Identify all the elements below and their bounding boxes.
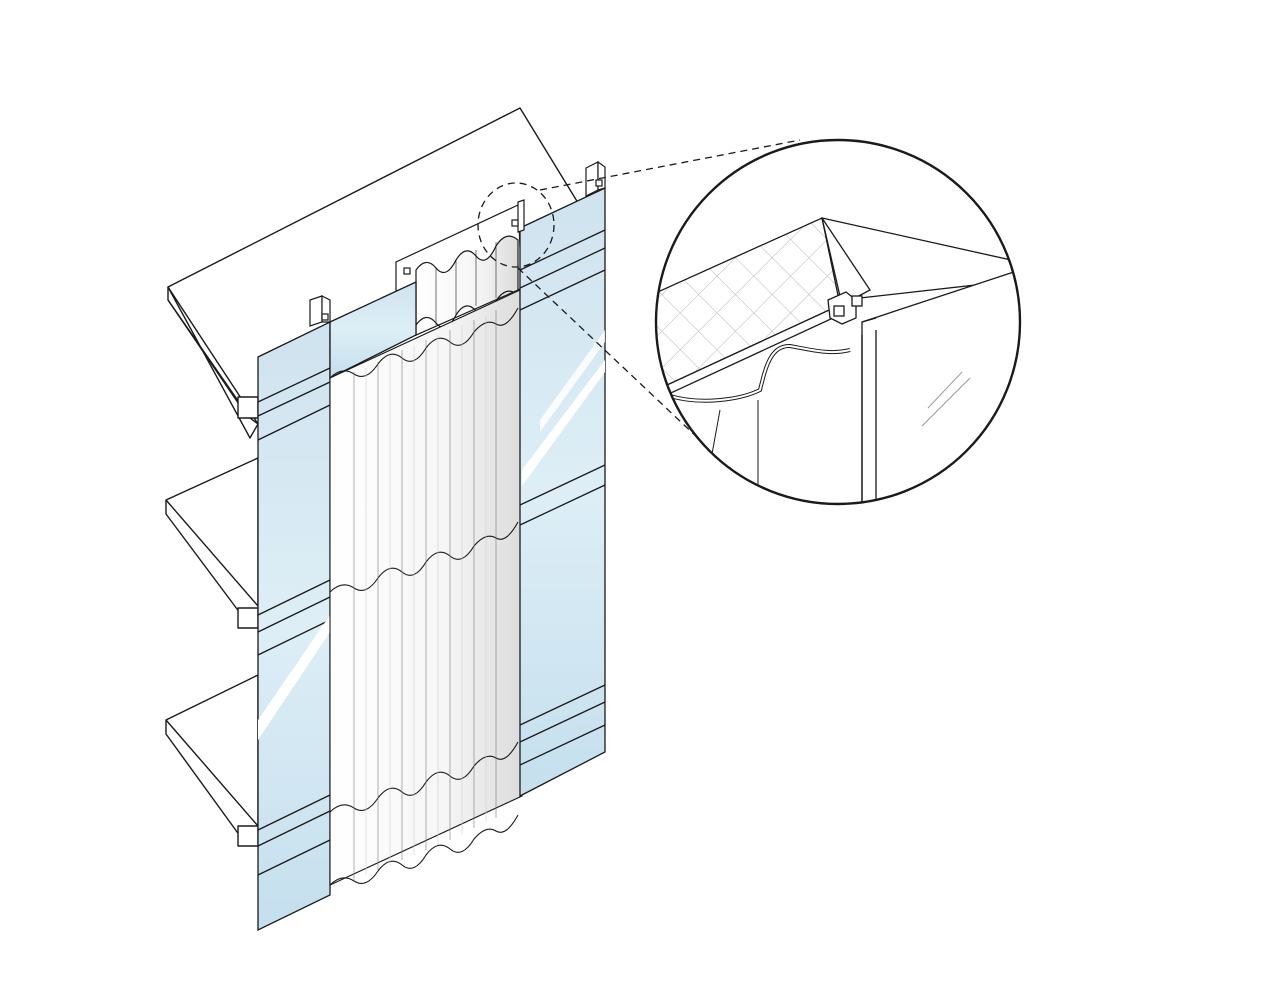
curtain-main: [329, 289, 523, 886]
floor-slab-top: [167, 107, 606, 439]
floor-slab-bottom: [165, 674, 259, 847]
mullions: [309, 160, 606, 327]
detail-callout-marker: [477, 139, 801, 441]
floor-slab-middle: [165, 457, 259, 629]
glass-panel-right: [519, 186, 606, 798]
detail-view: [654, 138, 1022, 506]
glass-panel-left: [257, 280, 417, 932]
